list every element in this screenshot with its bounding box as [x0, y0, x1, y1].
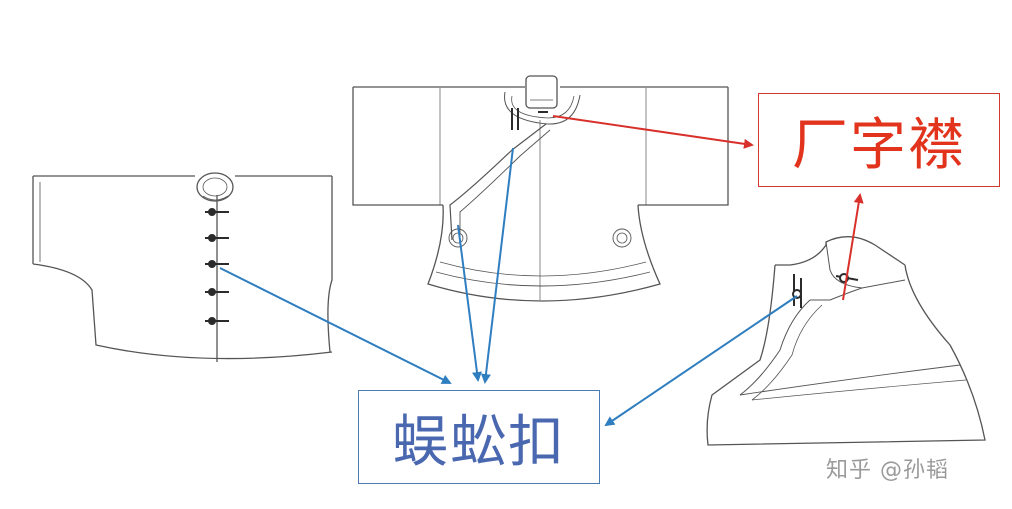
knot-button-label: 蜈蚣扣 — [358, 390, 600, 484]
arrows-red — [552, 115, 864, 301]
arrows-blue — [219, 147, 798, 427]
left-jacket-buttons — [205, 208, 229, 325]
red-arrow-center-to-label — [552, 115, 754, 149]
right-vest-drawing — [706, 236, 986, 446]
watermark: 知乎 @孙韬 — [826, 458, 949, 483]
blue-arrow-center-2 — [480, 147, 514, 384]
placket-type-label: 厂字襟 — [758, 93, 1000, 187]
red-arrow-vest-to-label — [842, 193, 864, 301]
center-jacket-drawing — [352, 75, 729, 302]
center-jacket-buttons — [511, 108, 548, 130]
right-vest-buttons — [792, 273, 859, 308]
blue-arrow-left-button — [219, 267, 452, 384]
left-jacket-drawing — [32, 172, 333, 362]
blue-arrow-vest-button — [604, 295, 798, 427]
blue-arrow-center-1 — [457, 224, 482, 382]
